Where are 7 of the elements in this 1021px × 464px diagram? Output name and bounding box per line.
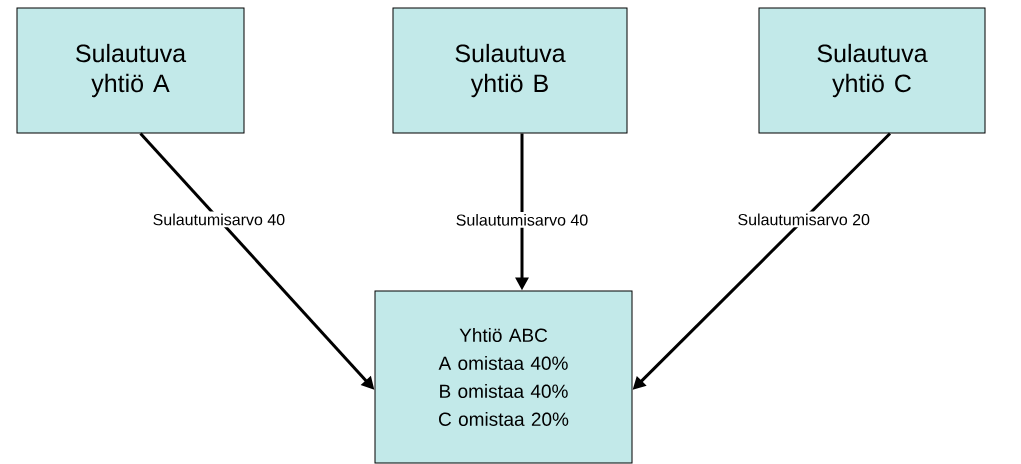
edge-label: Sulautumisarvo 40 [150, 211, 288, 228]
edge-label: Sulautumisarvo 40 [453, 211, 591, 228]
edge-label: Sulautumisarvo 20 [735, 211, 872, 228]
company-box: Sulautuva yhtiö C [758, 7, 986, 134]
company-box: Sulautuva yhtiö B [392, 7, 628, 134]
company-box: Yhtiö ABC A omistaa 40% B omistaa 40% C omistaa 20% [374, 290, 633, 464]
company-box: Sulautuva yhtiö A [16, 7, 245, 134]
